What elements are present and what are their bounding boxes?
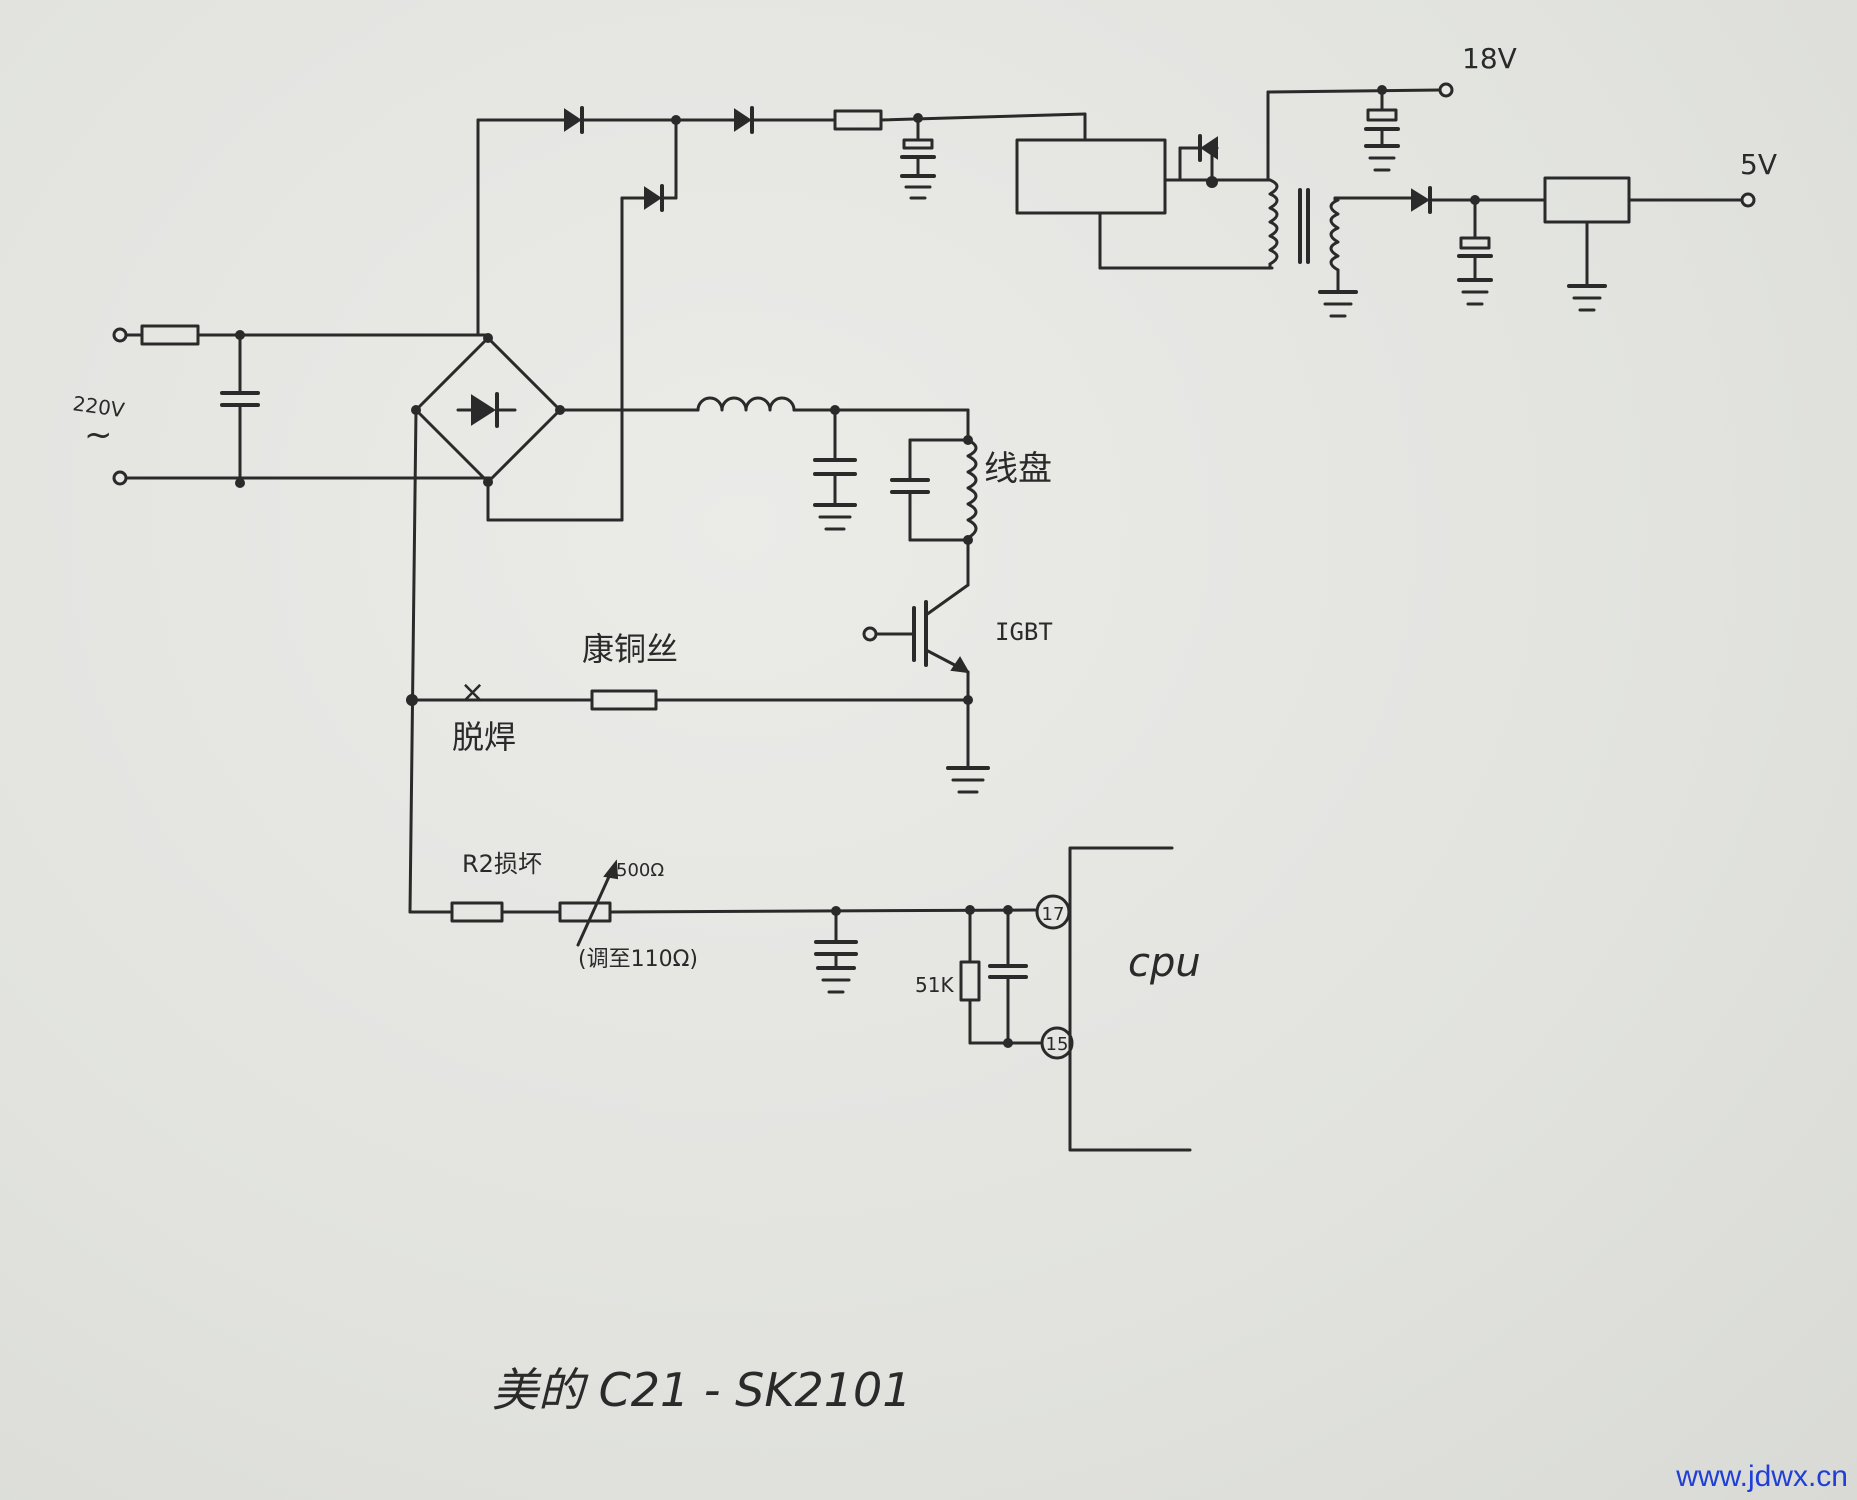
bridge-rectifier	[411, 333, 565, 487]
model-label: 美的 C21 - SK2101	[492, 1363, 912, 1417]
current-sense: × 康铜丝 脱焊	[406, 408, 970, 914]
label-r2-damaged: R2损坏	[462, 850, 542, 878]
cpu-block: 17 15 cpu	[1035, 846, 1201, 1152]
resistor-51k	[959, 960, 981, 1002]
label-pin-15: 15	[1046, 1034, 1069, 1055]
igbt-gate-terminal	[862, 626, 878, 642]
voltage-regulator	[1543, 176, 1631, 224]
label-cpu: cpu	[1128, 940, 1201, 986]
label-pin-17: 17	[1042, 904, 1065, 925]
terminal-5v	[1740, 192, 1756, 208]
power-stage: 线盘 IGBT	[558, 396, 1053, 794]
terminal-18v	[1438, 82, 1454, 98]
label-shunt-wire: 康铜丝	[582, 630, 678, 668]
ac-terminal-top	[112, 327, 128, 343]
ac-input	[112, 324, 492, 488]
label-18v: 18V	[1462, 42, 1517, 75]
aux-supply	[476, 106, 1087, 522]
choke-inductor	[696, 396, 796, 412]
potentiometer-500	[558, 901, 612, 923]
label-pot-value: 500Ω	[616, 860, 664, 881]
series-resistor	[833, 109, 883, 131]
watermark: www.jdwx.cn	[1675, 1460, 1848, 1493]
label-pot-adjust: (调至110Ω)	[578, 947, 698, 972]
shunt-resistor	[590, 689, 658, 711]
sense-network: R2损坏 500Ω (调至110Ω) 51K	[408, 850, 1042, 1048]
fuse	[140, 324, 200, 346]
label-igbt: IGBT	[995, 618, 1053, 646]
ac-terminal-bottom	[112, 470, 128, 486]
pin-15	[1040, 1026, 1074, 1060]
desolder-mark: ×	[460, 675, 485, 710]
output-5v: 5V	[1411, 148, 1777, 312]
switching-supply	[1015, 90, 1414, 318]
output-18v: 18V	[1266, 42, 1517, 172]
coil-inductor	[966, 438, 978, 540]
label-desolder: 脱焊	[452, 718, 516, 756]
r2-resistor	[450, 901, 504, 923]
label-51k: 51K	[915, 973, 954, 997]
label-coil: 线盘	[984, 449, 1052, 489]
switcher-ic	[1015, 138, 1167, 215]
label-5v: 5V	[1740, 148, 1777, 181]
label-ac-symbol: ~	[84, 415, 113, 455]
